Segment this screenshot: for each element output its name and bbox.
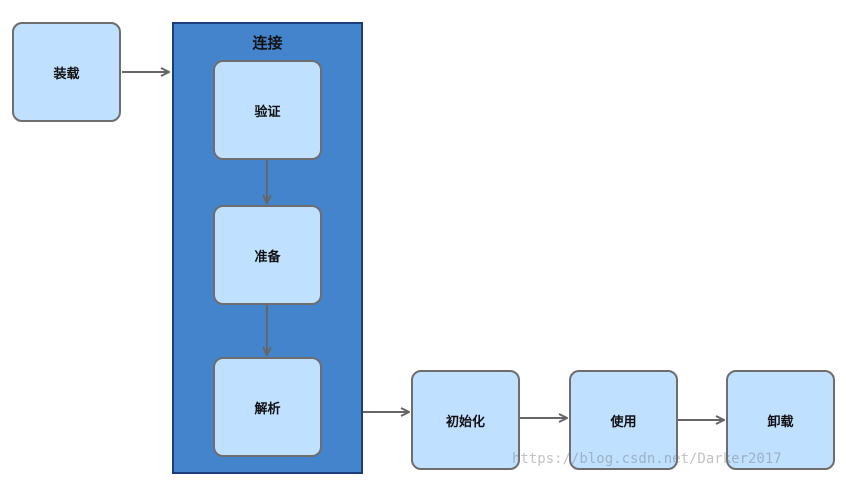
node-prepare: 准备 [213, 205, 322, 305]
node-use: 使用 [569, 370, 678, 470]
watermark: https://blog.csdn.net/Darker2017 [512, 451, 782, 467]
node-load: 装载 [12, 22, 121, 122]
node-resolve: 解析 [213, 357, 322, 457]
group-connect-title: 连接 [252, 34, 283, 52]
node-initialize: 初始化 [411, 370, 520, 470]
node-unload: 卸载 [726, 370, 835, 470]
node-verify: 验证 [213, 60, 322, 160]
